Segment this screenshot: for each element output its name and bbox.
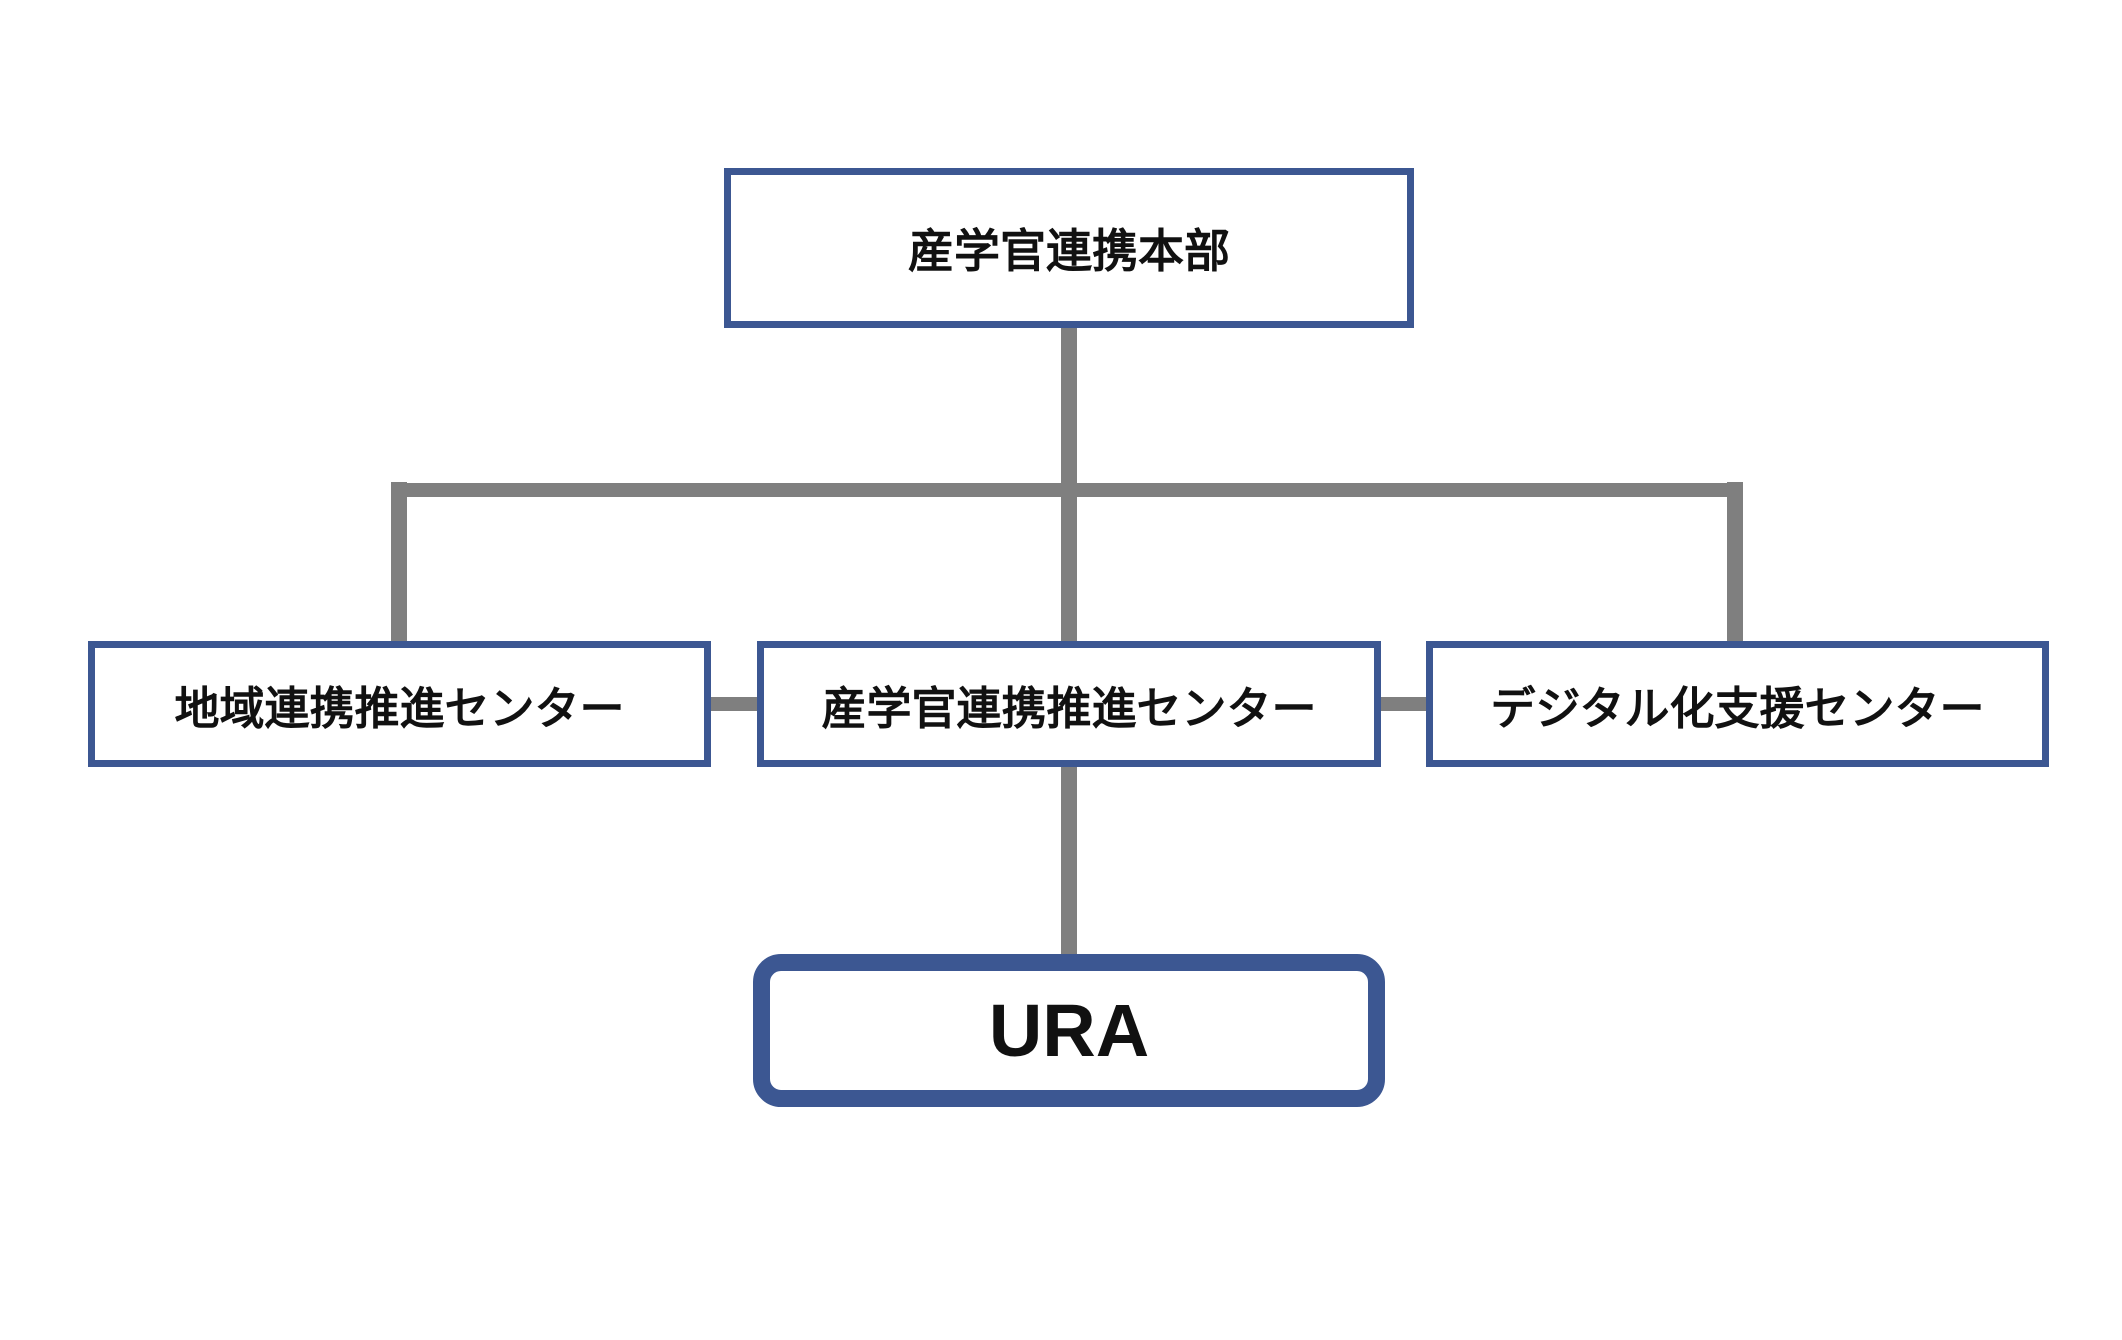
ura-box: URA [753, 954, 1385, 1107]
digitalization-support-center-box: デジタル化支援センター [1426, 641, 2049, 767]
industry-academia-government-center-label: 産学官連携推進センター [821, 681, 1317, 735]
industry-academia-government-center-box: 産学官連携推進センター [757, 641, 1381, 767]
digitalization-support-center-label: デジタル化支援センター [1490, 681, 1985, 735]
regional-collaboration-center-box: 地域連携推進センター [88, 641, 711, 767]
top-unit-label: 産学官連携本部 [908, 224, 1230, 278]
top-unit-box: 産学官連携本部 [724, 168, 1414, 328]
regional-collaboration-center-label: 地域連携推進センター [174, 681, 625, 735]
ura-label: URA [988, 989, 1150, 1072]
